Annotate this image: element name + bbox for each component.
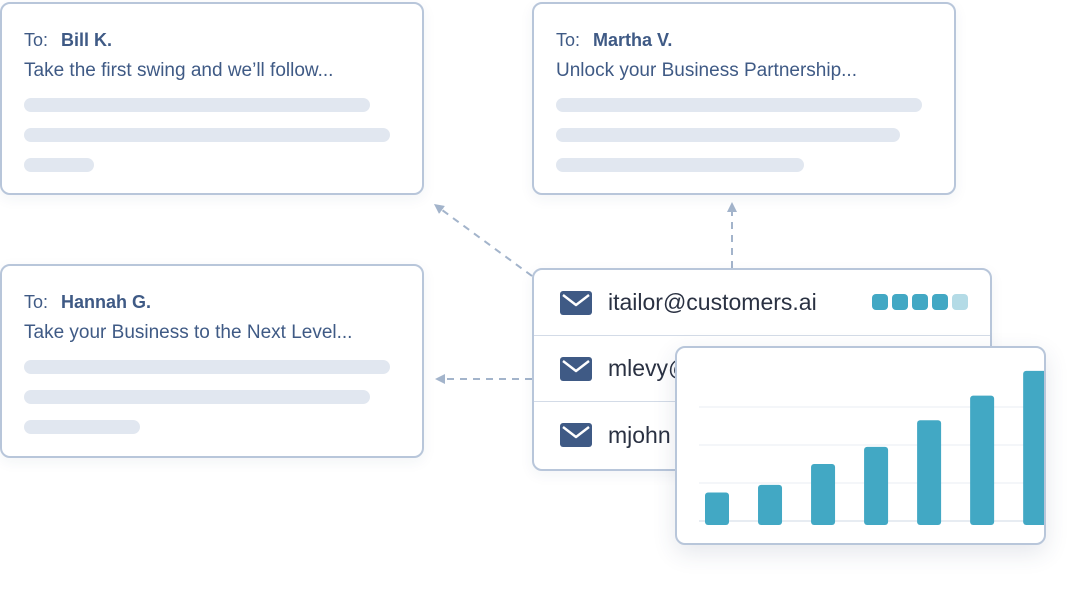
placeholder-line [24,420,140,434]
recipient-email: mjohn [608,421,671,448]
recipient-name: Martha V. [593,30,673,50]
recipient-email: itailor@customers.ai [608,289,817,315]
score-dot [952,294,968,310]
engagement-score [872,294,968,310]
chart-bar [1023,370,1044,525]
score-dot [932,294,948,310]
chart-bar [705,492,729,525]
placeholder-line [556,128,900,142]
mail-icon [560,423,592,447]
to-label: To: [24,30,49,50]
placeholder-line [24,98,370,112]
connector-to-bill [433,204,533,277]
recipient-line: To: Hannah G. [24,291,400,313]
placeholder-line [24,360,390,374]
chart-bar [758,484,783,525]
recipient-row[interactable]: mjohn [534,402,990,468]
placeholder-line [556,158,804,172]
recipient-line: To: Martha V. [556,29,932,51]
chart-bar [970,395,995,525]
mail-icon [560,356,592,381]
recipient-row[interactable]: itailor@customers.ai [534,270,990,336]
placeholder-line [556,98,922,112]
chart-bar [811,464,836,525]
chart-bar [917,420,942,525]
email-card-bill[interactable]: To: Bill K. Take the first swing and we’… [0,2,424,195]
mail-icon [560,290,592,315]
to-label: To: [24,292,49,312]
email-card-hannah[interactable]: To: Hannah G. Take your Business to the … [0,264,424,458]
score-dot [872,294,888,310]
recipient-name: Bill K. [61,30,113,50]
score-dot [912,294,928,310]
chart-bar [864,446,889,525]
email-subject: Unlock your Business Partnership... [556,60,857,81]
email-subject: Take the first swing and we’ll follow... [24,60,334,81]
placeholder-line [24,390,370,404]
score-dot [892,294,908,310]
bar-chart [699,370,1044,525]
recipient-name: Hannah G. [61,292,152,312]
email-subject: Take your Business to the Next Level... [24,322,353,343]
recipient-line: To: Bill K. [24,29,400,51]
placeholder-line [24,128,390,142]
to-label: To: [556,30,581,50]
engagement-chart-card [675,346,1046,545]
placeholder-line [24,158,94,172]
email-card-martha[interactable]: To: Martha V. Unlock your Business Partn… [532,2,956,195]
